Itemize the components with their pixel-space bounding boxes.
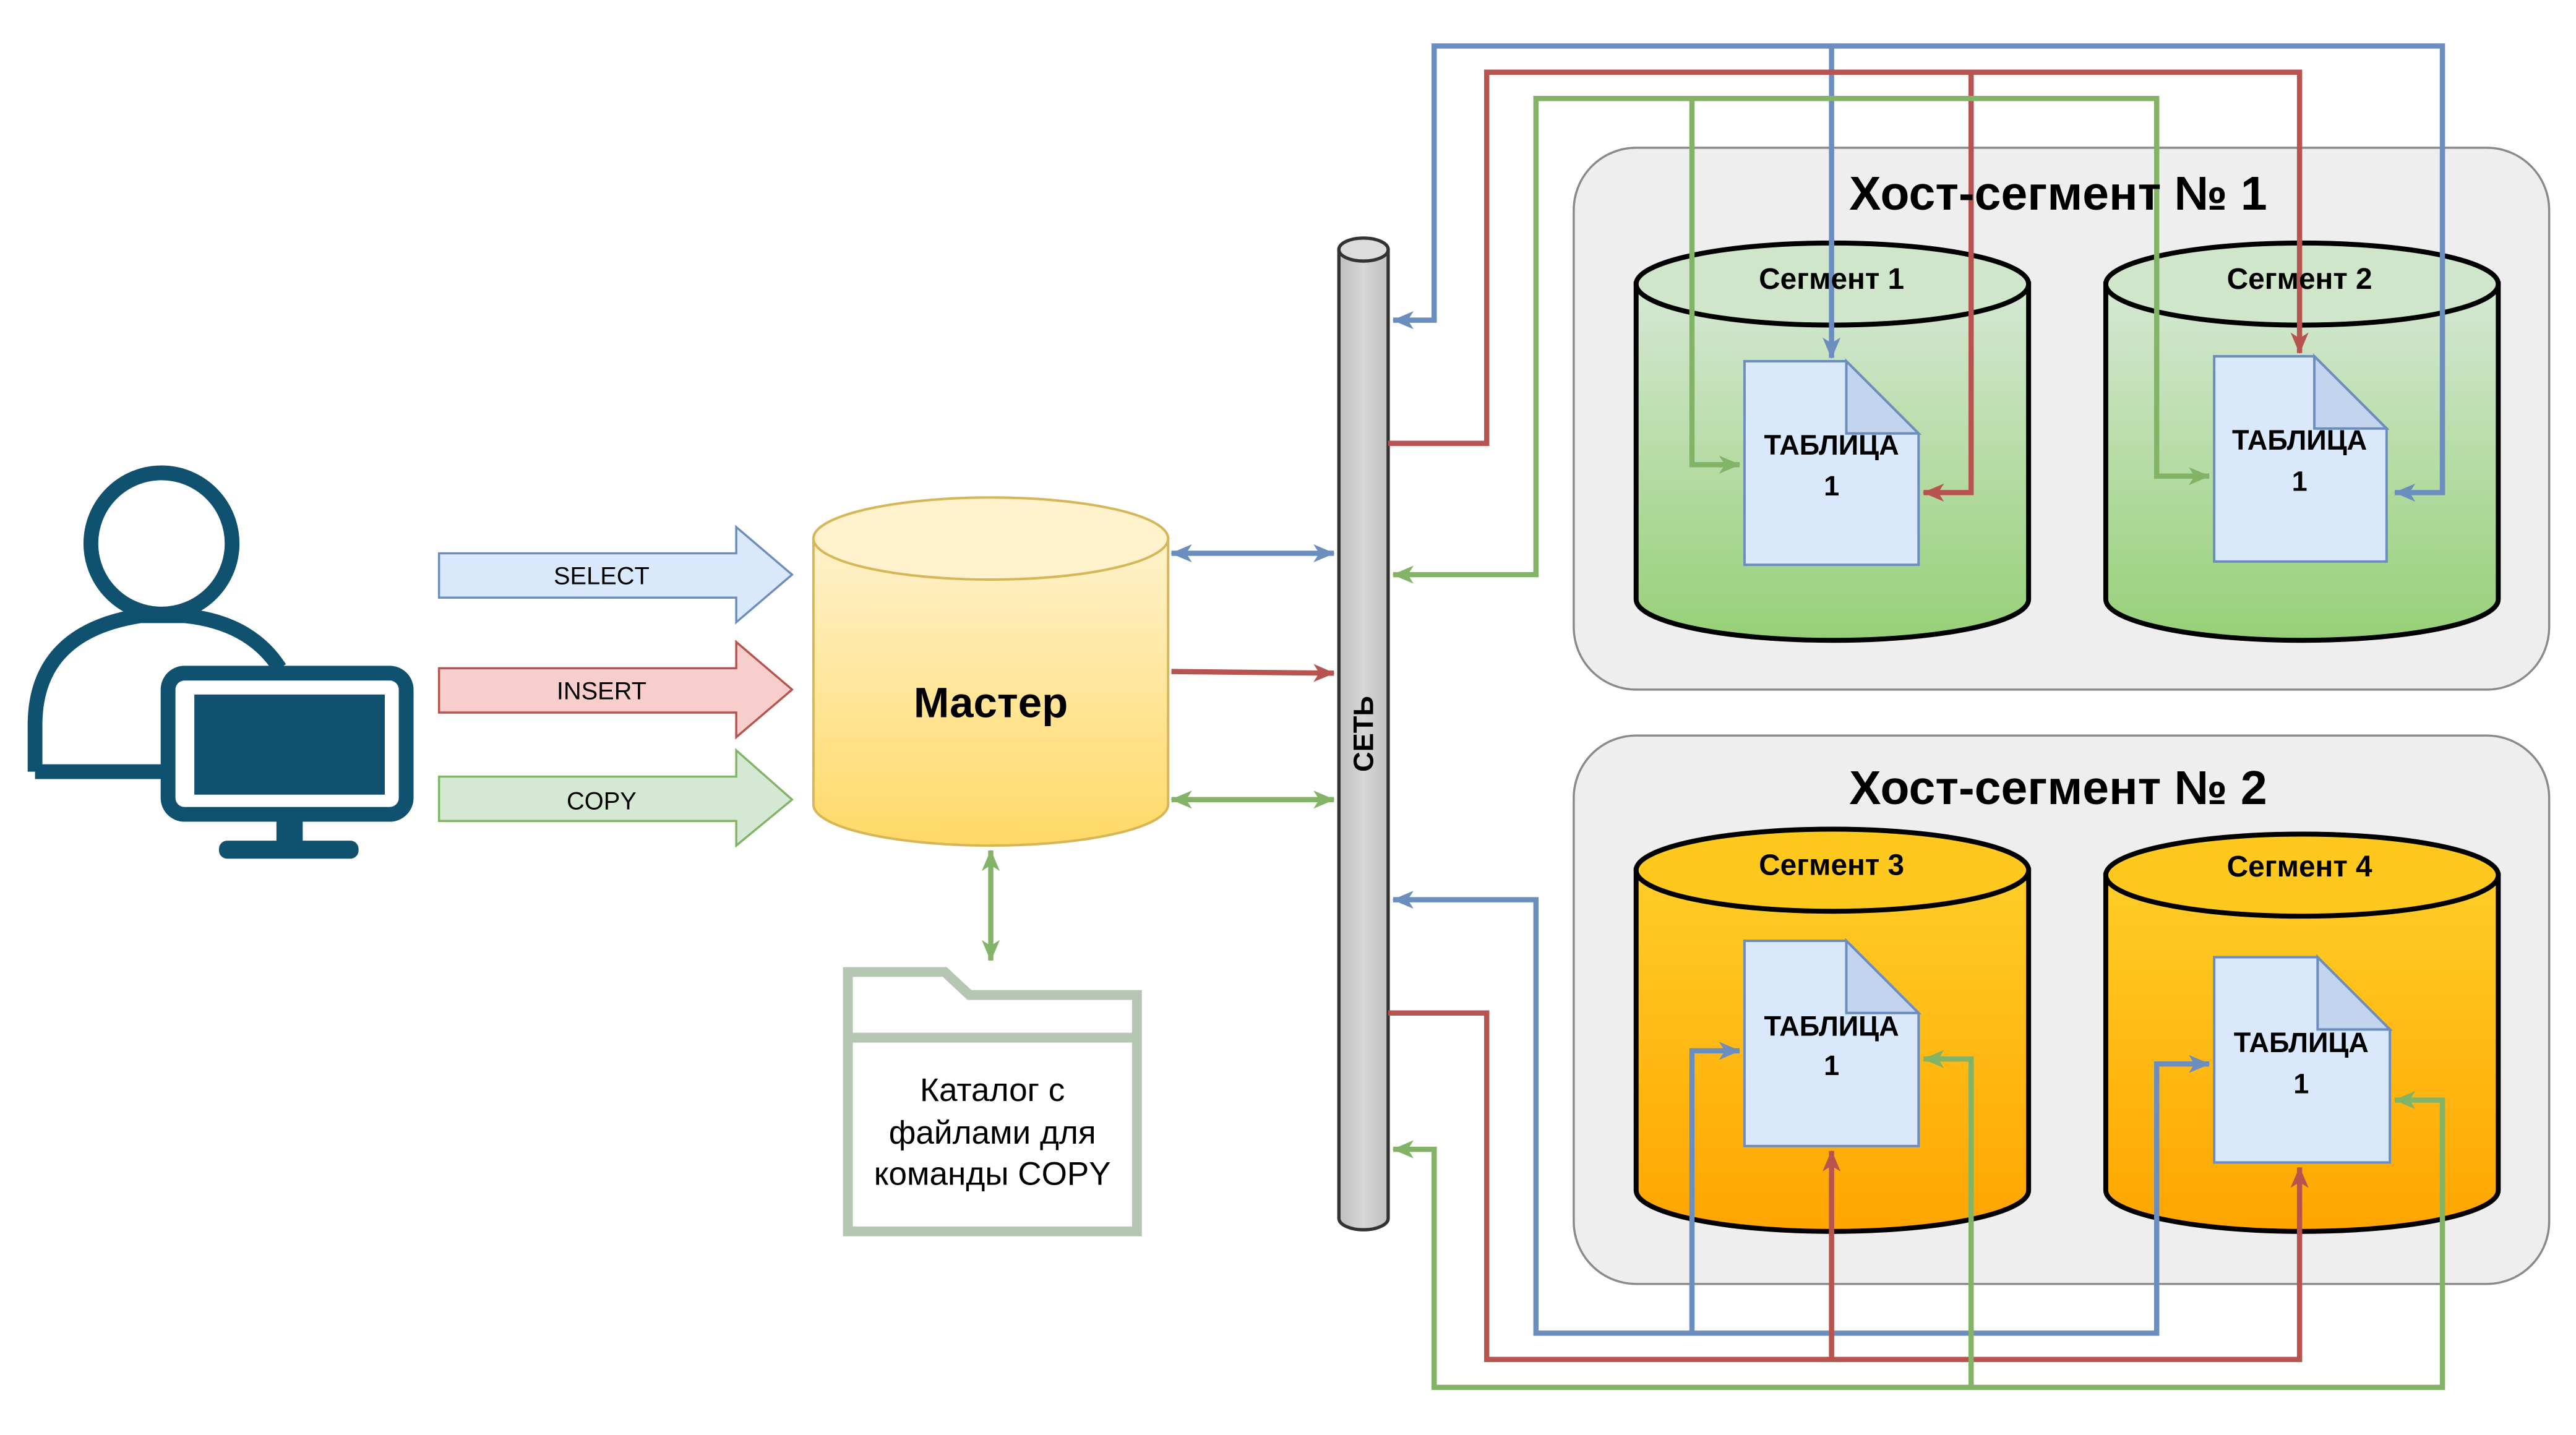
user-head-icon — [83, 465, 240, 622]
copy-connector-segment3 — [1922, 1050, 1974, 1388]
segment-4-label: Сегмент 4 — [2227, 850, 2372, 883]
copy-connector-host2 — [1392, 1090, 2445, 1390]
segment-1-label: Сегмент 1 — [1759, 263, 1904, 296]
master-database — [812, 496, 1170, 847]
monitor-screen — [194, 694, 385, 795]
segment-4-table-label: ТАБЛИЦА — [2234, 1027, 2369, 1058]
copy-label: COPY — [567, 787, 637, 815]
select-connector-host2 — [1392, 891, 2210, 1336]
segment-4-table-number: 1 — [2293, 1068, 2309, 1099]
segment-1-table-number: 1 — [1824, 470, 1839, 502]
insert-connector-host1 — [1388, 69, 2309, 446]
insert-connector-host2 — [1388, 1010, 2309, 1363]
select-label: SELECT — [554, 563, 650, 590]
host-segment-1-title: Хост-сегмент № 1 — [1849, 167, 2267, 220]
master-network-insert-connector — [1171, 664, 1335, 682]
select-connector-host1 — [1392, 43, 2445, 502]
monitor-stand — [276, 814, 303, 844]
select-arrow: SELECT — [437, 525, 794, 625]
host-segment-2-title: Хост-сегмент № 2 — [1849, 761, 2267, 815]
user-body-icon — [27, 608, 286, 779]
master-label: Мастер — [914, 679, 1068, 727]
segment-3-label: Сегмент 3 — [1759, 849, 1904, 881]
insert-label: INSERT — [557, 678, 646, 705]
segment-2-label: Сегмент 2 — [2227, 263, 2372, 296]
copy-connector-host1 — [1392, 96, 2210, 584]
network-bus — [1337, 236, 1390, 1232]
copy-directory-line-2: файлами для — [889, 1115, 1096, 1151]
segment-3-table-label: ТАБЛИЦА — [1764, 1011, 1899, 1042]
network-label: СЕТЬ — [1348, 696, 1380, 772]
segment-2-table-number: 1 — [2292, 465, 2308, 497]
select-connector-segment3 — [1689, 1042, 1741, 1334]
segment-2-table-label: ТАБЛИЦА — [2232, 424, 2367, 456]
copy-directory-folder-icon — [843, 967, 1142, 1236]
segment-3-table-number: 1 — [1824, 1050, 1839, 1081]
user-icon — [27, 465, 414, 859]
copy-directory-line-3: команды COPY — [874, 1155, 1111, 1192]
copy-arrow: COPY — [437, 748, 794, 848]
monitor-base — [218, 841, 359, 859]
copy-directory-line-1: Каталог с — [920, 1072, 1065, 1108]
segment-1-table-label: ТАБЛИЦА — [1764, 429, 1899, 461]
copy-connector-segment1 — [1689, 98, 1741, 474]
insert-arrow: INSERT — [437, 640, 794, 740]
